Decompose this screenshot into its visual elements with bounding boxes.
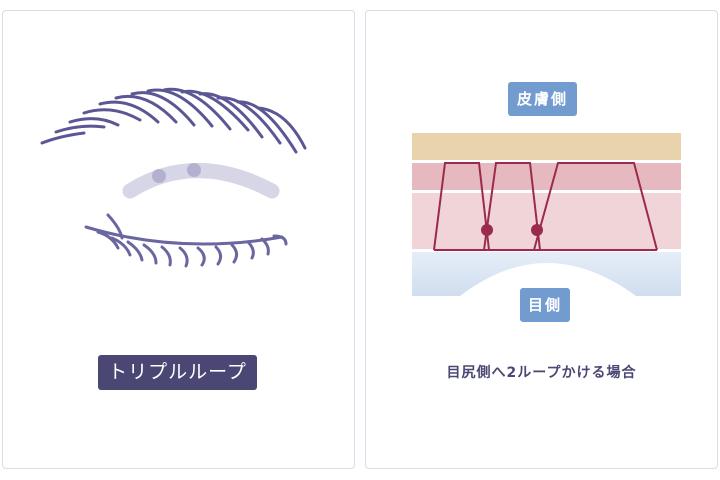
knot-dot xyxy=(531,224,543,236)
thread-loops xyxy=(433,162,658,251)
tarsus-layer xyxy=(412,133,681,160)
lower-lashes-icon xyxy=(84,213,288,268)
eyebrow-lashes-icon xyxy=(40,87,307,154)
two-loop-caption: 目尻側へ2ループかける場合 xyxy=(446,365,637,381)
eyeball-arch xyxy=(460,263,636,296)
triple-loop-card xyxy=(2,10,355,469)
knot-dot xyxy=(481,224,493,236)
triple-loop-label: トリプルループ xyxy=(98,355,257,390)
eye-side-label: 目側 xyxy=(520,288,570,322)
skin-side-label: 皮膚側 xyxy=(508,82,577,116)
eye-line-icon xyxy=(122,163,280,199)
